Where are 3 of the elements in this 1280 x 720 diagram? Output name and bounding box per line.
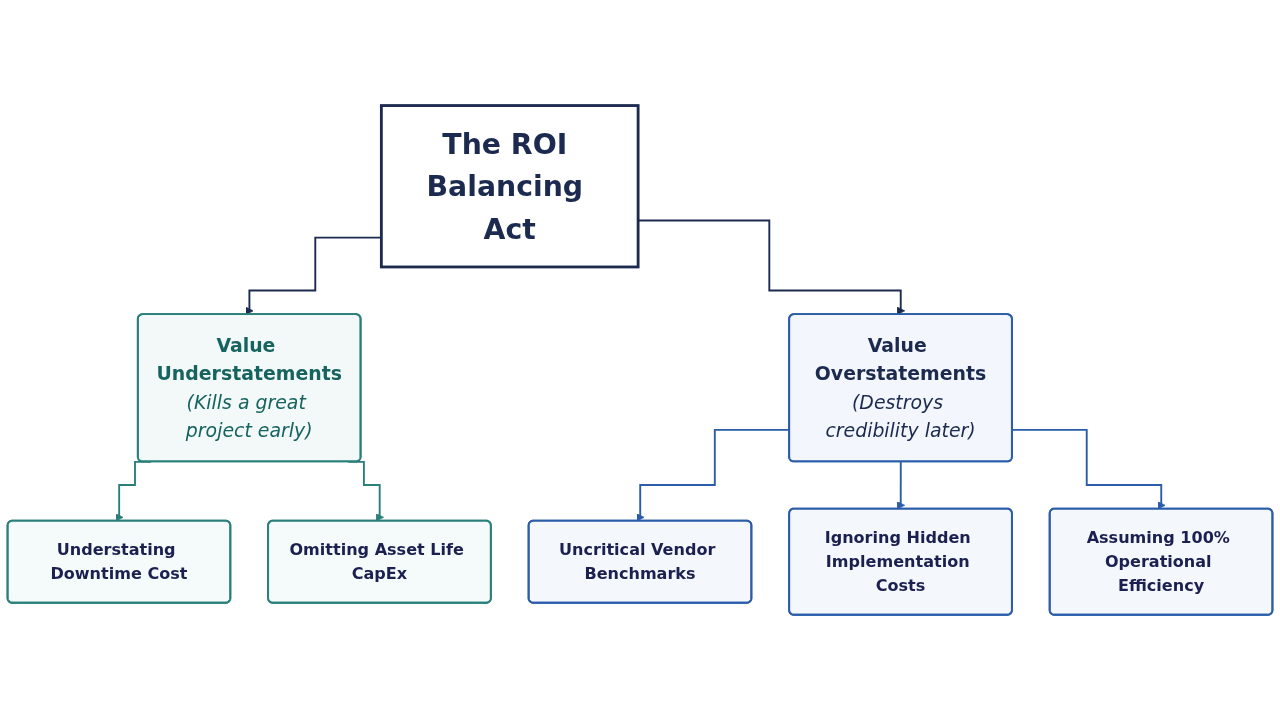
node-box: The ROI Balancing Act (379, 103, 640, 269)
arrow (1011, 428, 1166, 510)
arrow (896, 460, 906, 510)
